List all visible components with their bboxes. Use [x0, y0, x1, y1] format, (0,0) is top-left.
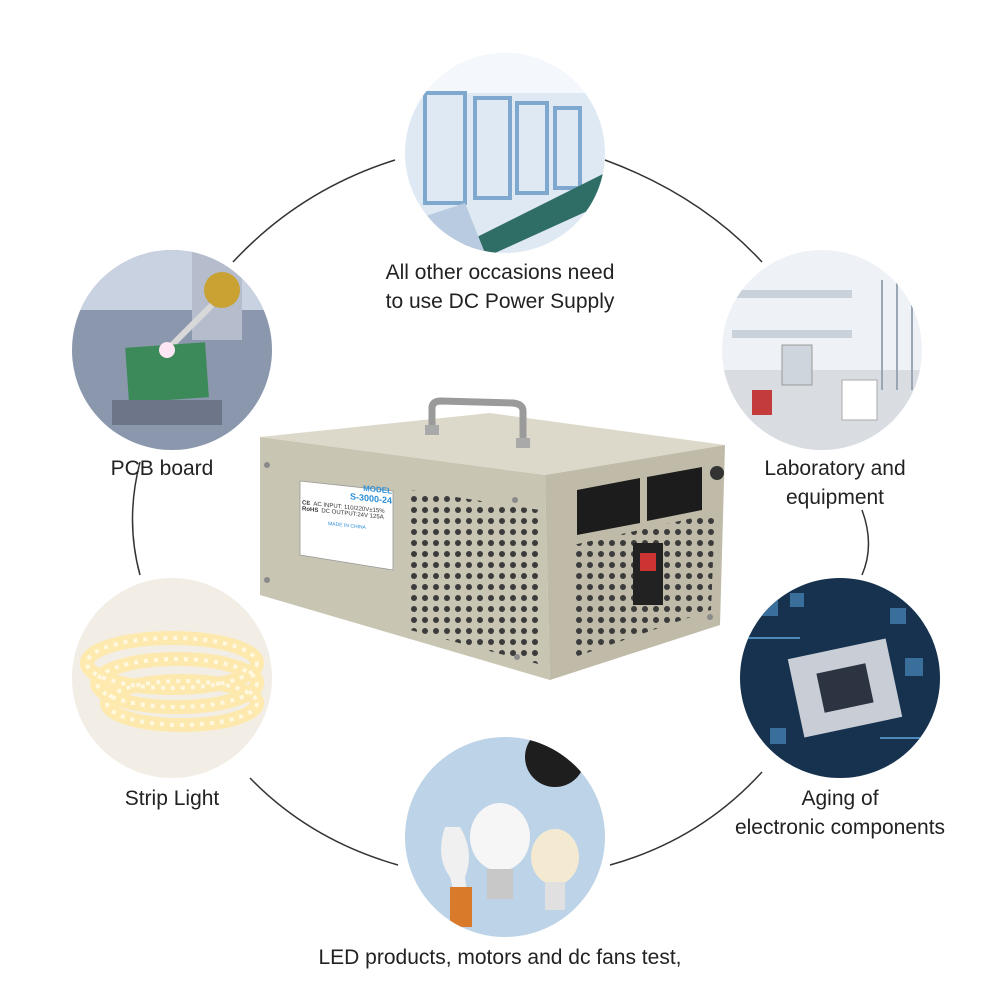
current-display [647, 467, 702, 521]
voltage-display [577, 478, 640, 535]
arc-top-right [604, 159, 763, 263]
pcb-photo [72, 250, 272, 450]
rohs-mark: RoHS [302, 506, 319, 514]
arc-left [131, 461, 141, 576]
label-strip-light: Strip Light [124, 787, 220, 810]
arc-right [861, 509, 870, 576]
factory-photo [405, 53, 605, 253]
arc-top-left [232, 159, 396, 263]
power-switch [633, 543, 663, 605]
electronic-components-photo [740, 578, 940, 778]
label-aging-components: Aging of electronic components [734, 787, 946, 839]
arc-bottom-right [609, 771, 763, 866]
strip-light-photo [72, 578, 272, 778]
label-pcb-board: PCB board [110, 457, 214, 480]
carry-handle [428, 397, 527, 444]
adjust-knob [710, 466, 724, 480]
arc-bottom-left [249, 777, 399, 866]
origin-text: MADE IN CHINA [328, 521, 366, 531]
power-supply-unit [260, 397, 725, 680]
led-products-photo [405, 737, 605, 937]
product-label-sticker: MODEL S-3000-24 CE AC INPUT: 110/220V±15… [302, 477, 392, 566]
label-led-products: LED products, motors and dc fans test, [318, 946, 682, 969]
label-other-occasions: All other occasions need to use DC Power… [385, 261, 615, 313]
laboratory-photo [722, 250, 922, 450]
label-laboratory: Laboratory and equipment [764, 457, 906, 509]
